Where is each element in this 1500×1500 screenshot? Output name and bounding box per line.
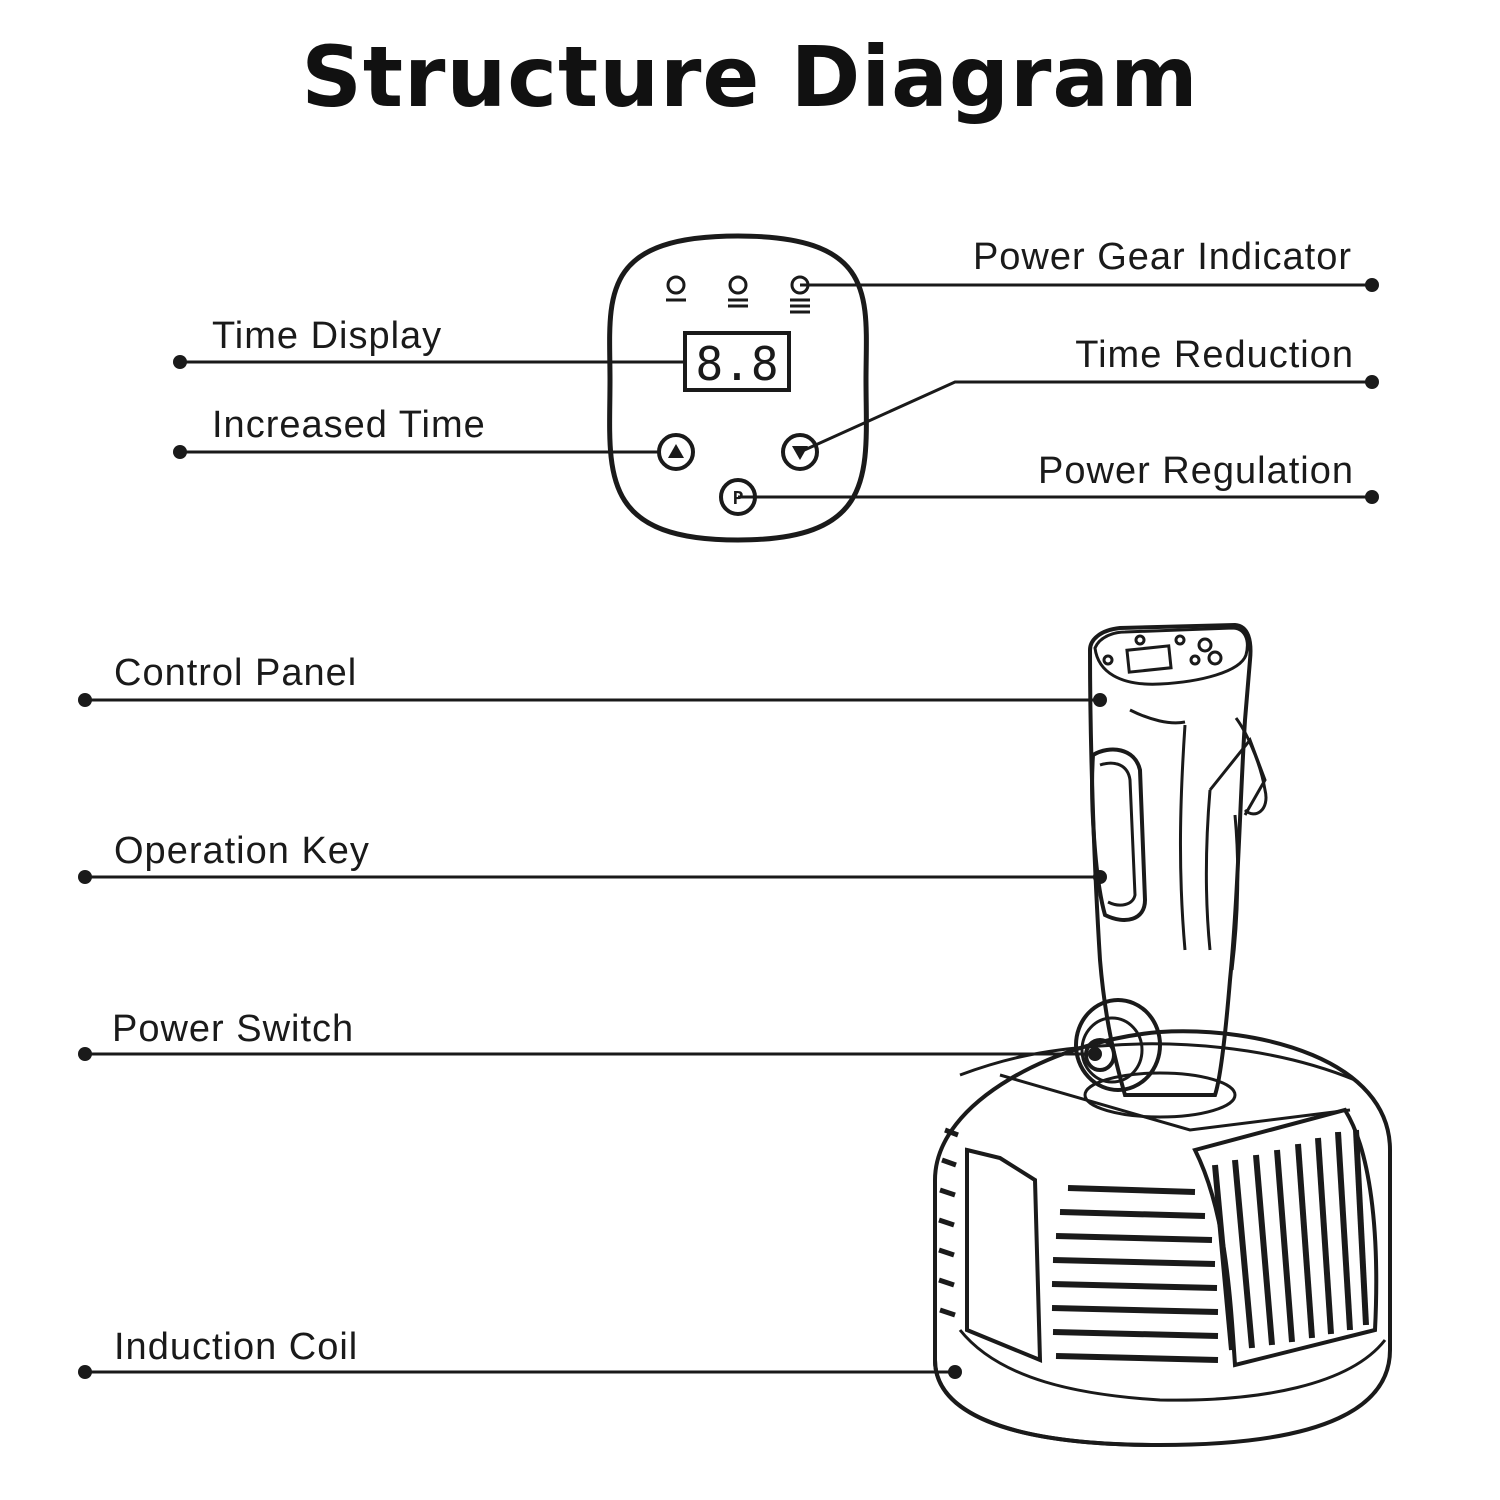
panel-outline xyxy=(607,233,869,543)
label-time-reduction: Time Reduction xyxy=(1075,334,1354,376)
label-power-gear-indicator: Power Gear Indicator xyxy=(972,236,1352,278)
gear-indicator-3 xyxy=(790,275,810,314)
power-switch-knob xyxy=(1074,998,1162,1092)
label-induction-coil: Induction Coil xyxy=(114,1326,359,1368)
callout-lines-bottom xyxy=(78,693,1107,1379)
control-panel-closeup: 8.8 P xyxy=(607,233,869,543)
increase-time-button xyxy=(657,433,695,471)
operation-key xyxy=(1090,747,1148,922)
label-power-regulation: Power Regulation xyxy=(1038,450,1354,492)
right-grille xyxy=(1212,1129,1369,1351)
label-operation-key: Operation Key xyxy=(114,830,370,872)
gear-indicator-1 xyxy=(666,275,686,302)
label-power-switch: Power Switch xyxy=(112,1008,355,1050)
label-increased-time: Increased Time xyxy=(212,404,486,446)
diagram-title: Structure Diagram xyxy=(301,28,1199,126)
gear-indicator-2 xyxy=(728,275,748,308)
center-grille xyxy=(1051,1185,1219,1363)
label-control-panel: Control Panel xyxy=(114,652,358,694)
handle-body xyxy=(1087,622,1253,1097)
callout-lines-top xyxy=(173,278,1379,504)
time-display-value: 8.8 xyxy=(695,337,778,391)
left-grille xyxy=(938,1127,959,1318)
label-time-display: Time Display xyxy=(212,315,443,357)
sealer-device xyxy=(933,622,1392,1448)
